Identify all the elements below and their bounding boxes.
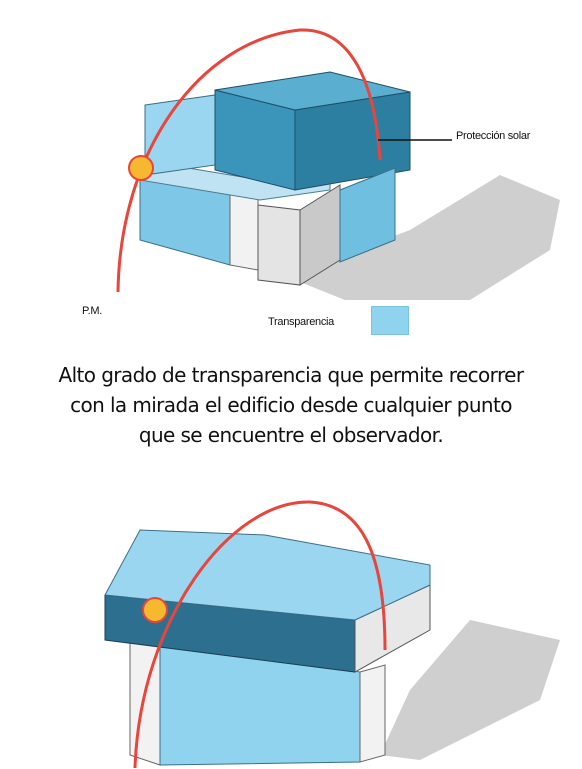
transparency-label: Transparencia [268,316,335,328]
upper-volume-left [144,94,216,176]
solar-protection-label: Protección solar [456,130,531,142]
caption: Alto grado de transparencia que permite … [0,360,582,450]
service-block-front [257,204,301,286]
sun-icon [142,597,168,623]
sun-path-label: P.M. [82,305,102,317]
solar-protection-top [214,71,411,111]
caption-line-3: que se encuentre el observador. [138,423,444,447]
roof-glass [104,529,431,621]
sun-path-arc [116,28,382,293]
transparency-swatch [371,306,409,335]
building-shadow [380,620,560,760]
building-diagram-bottom [104,500,560,769]
building-diagram-top [116,28,560,300]
building-shadow [300,175,560,300]
caption-line-2: con la mirada el edificio desde cualquie… [70,393,512,417]
base-right-white [359,664,386,763]
caption-line-1: Alto grado de transparencia que permite … [58,363,525,387]
sun-icon [128,155,154,181]
lower-right-glass [339,167,396,263]
sun-path-arc [133,500,387,769]
lower-volume-front-face [229,189,259,271]
